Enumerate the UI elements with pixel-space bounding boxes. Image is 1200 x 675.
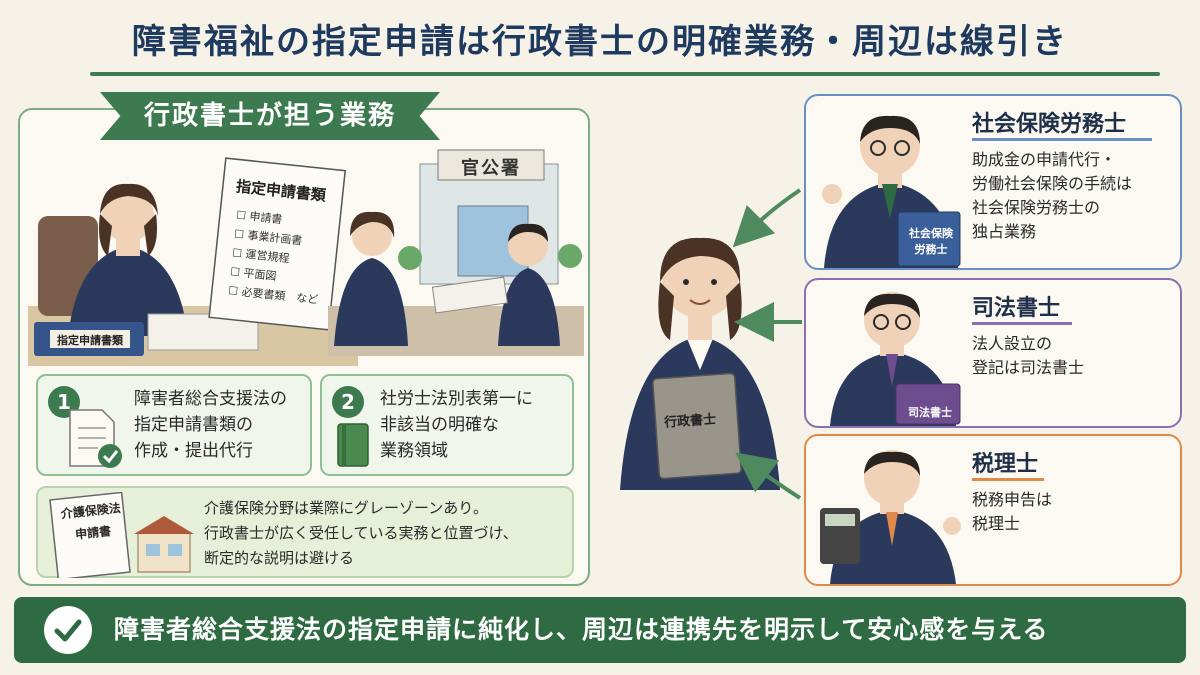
left-panel-banner: 行政書士が担う業務 [100,92,440,140]
role-title: 司法書士 [972,296,1061,321]
handed-documents [431,276,508,314]
connection-arrows [732,188,802,500]
binder-label: 指定申請書類 [57,334,123,347]
book [652,372,742,480]
number-badge: 2 [332,386,364,418]
role-underline [972,138,1152,141]
role-description: 法人設立の 登記は司法書士 [972,334,1085,377]
note-text: 介護保険分野は業際にグレーゾーンあり。 行政書士が広く受任している実務と位置づけ… [204,499,518,567]
summary-bar: 障害者総合支援法の指定申請に純化し、周辺は連携先を明示して安心感を与える [14,597,1186,663]
shihoushoshi-person-illustration [830,292,961,426]
document-check-icon [69,409,122,468]
role-title: 税理士 [972,452,1039,477]
care-insurance-document-icon [49,492,194,578]
title-underline [90,72,1160,76]
role-description: 税務申告は 税理士 [972,490,1053,533]
card-application-documents: 1 障害者総合支援法の 指定申請書類の 作成・提出代行 [36,374,312,476]
document-sheet [208,157,347,331]
arrow-from-zeirishi [735,452,802,500]
office-scene-illustration [28,149,584,366]
role-title: 社会保険労務士 [972,112,1127,137]
care-insurance-doc-label: 介護保険法 申請書 [60,500,122,542]
administrative-scrivener-figure [620,237,780,490]
card-clear-business-area: 2 社労士法別表第一に 非該当の明確な 業務領域 [320,374,574,476]
face [662,242,738,318]
card-zeirishi: 税理士 税務申告は 税理士 [804,434,1182,586]
card-shihoushoshi: 司法書士 司法書士 法人設立の 登記は司法書士 [804,278,1182,428]
card-sharoushi: 社会保険 労務士 社会保険労務士 助成金の申請代行・ 労働社会保険の手続は 社会… [804,94,1182,270]
staff-woman [334,258,408,346]
role-description: 助成金の申請代行・ 労働社会保険の手続は 社会保険労務士の 独占業務 [972,150,1133,241]
document-sheet-items: ☐ 申請書 ☐ 事業計画書 ☐ 運営規程 ☐ 平面図 ☐ 必要書類 など [227,206,327,310]
sharoushi-person-illustration [822,115,961,268]
office-sign: 官公署 [461,158,521,179]
zeirishi-person-illustration [820,450,961,584]
hair [660,237,741,284]
role-underline [972,478,1044,481]
care-insurance-note: 介護保険法 申請書 介護保険分野は業際にグレーゾーンあり。 行政書士が広く受任し… [36,486,574,578]
sharoushi-book-label: 社会保険 労務士 [909,227,953,256]
center-book-label: 行政書士 [663,412,717,431]
woman-hair [100,183,158,216]
card-text: 社労士法別表第一に 非該当の明確な 業務領域 [380,389,533,461]
role-underline [972,322,1072,325]
card-text: 障害者総合支援法の 指定申請書類の 作成・提出代行 [134,389,287,461]
arrow-from-sharoushi [732,188,802,248]
shihoushoshi-book-label: 司法書士 [908,406,952,419]
page-title: 障害福祉の指定申請は行政書士の明確業務・周辺は線引き [132,22,1068,62]
summary-text: 障害者総合支援法の指定申請に純化し、周辺は連携先を明示して安心感を与える [114,615,1049,644]
clerk-man [498,268,560,346]
woman-face [102,190,154,242]
book-icon [337,423,369,467]
check-circle-icon [44,606,92,654]
